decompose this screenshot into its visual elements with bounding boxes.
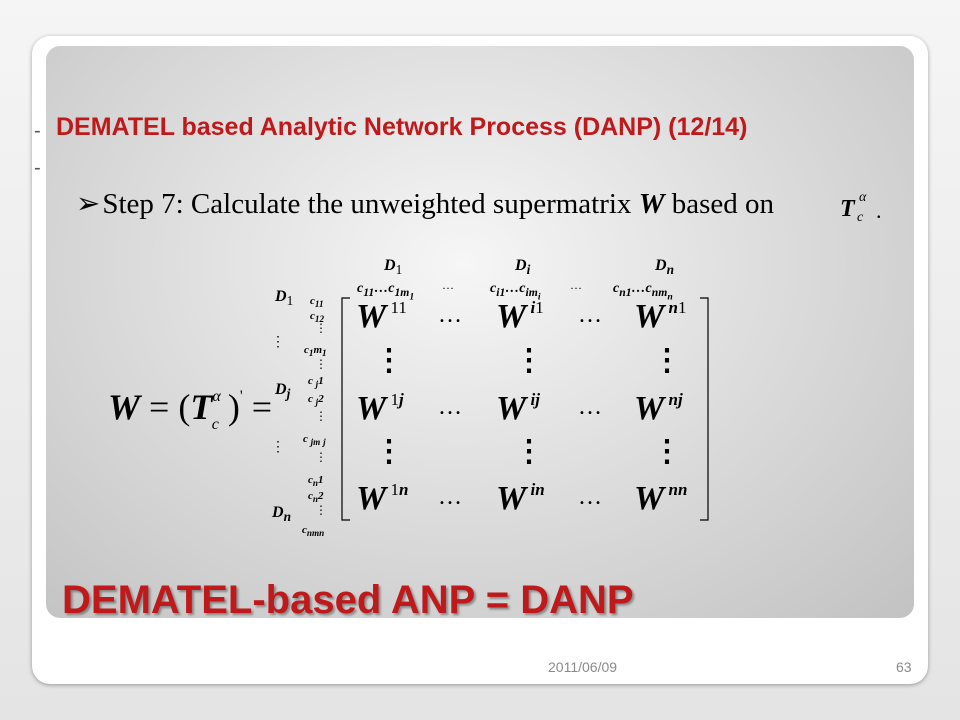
block-w1n: W 1n (356, 480, 409, 517)
col-header-di: Di (515, 257, 531, 278)
col-vdots: ⋮ (374, 435, 404, 468)
col-sub-n: cn1…cnmn (613, 281, 673, 303)
row-ellipsis: … (438, 484, 462, 510)
col-sub-1: c11…c1m1 (357, 281, 415, 303)
col-vdots: ⋮ (652, 344, 682, 377)
col-vdots: ⋮ (514, 435, 544, 468)
block-w11: W 11 (356, 298, 407, 335)
step-var: W (638, 188, 665, 220)
row-ellipsis: … (438, 394, 462, 420)
col-vdots: ⋮ (374, 344, 404, 377)
block-wi1: W i1 (496, 298, 544, 335)
tc-alpha-symbol: T α c . (840, 190, 882, 225)
row-sub: c j1 (308, 375, 324, 390)
block-win: W in (496, 480, 545, 517)
col-ellipsis: … (570, 278, 582, 292)
block-wij: W ij (496, 390, 540, 427)
step-prefix: Step 7 (102, 188, 176, 220)
row-sub: c1m1 (304, 344, 327, 359)
slogan: DEMATEL-based ANP = DANP (62, 578, 634, 622)
row-sub: cn1 (308, 474, 324, 489)
row-vdots: ⋮ (271, 335, 285, 350)
row-ellipsis: … (578, 394, 602, 420)
row-ellipsis: … (578, 484, 602, 510)
step-tail: based on (664, 188, 775, 220)
block-wnj: W nj (634, 390, 683, 427)
row-vdots: ⋮ (315, 321, 327, 335)
arrow-bullet-icon: ➢ (76, 188, 101, 220)
slide-title: DEMATEL based Analytic Network Process (… (56, 113, 748, 141)
row-ellipsis: … (578, 302, 602, 328)
row-vdots: ⋮ (315, 450, 327, 464)
equation-lhs: W = (Tαc)' = (108, 387, 273, 433)
row-sub: c12 (310, 310, 325, 325)
col-header-dn: Dn (655, 257, 674, 278)
row-sub: cnmn (302, 524, 325, 539)
row-vdots: ⋮ (315, 357, 327, 371)
block-w1j: W 1j (356, 390, 404, 427)
row-header-d1: D1 (275, 288, 294, 309)
row-header-dn: Dn (272, 504, 291, 525)
step-text: ➢Step 7: Calculate the unweighted superm… (76, 186, 774, 221)
row-vdots: ⋮ (315, 503, 327, 517)
col-header-d1: D1 (384, 257, 403, 278)
row-vdots: ⋮ (271, 440, 285, 455)
block-wn1: W n1 (634, 298, 687, 335)
col-vdots: ⋮ (514, 344, 544, 377)
row-header-dj: Dj (275, 381, 291, 402)
col-vdots: ⋮ (652, 435, 682, 468)
block-wnn: W nn (634, 480, 688, 517)
step-rest: : Calculate the unweighted supermatrix (175, 188, 639, 220)
row-sub: cn2 (308, 490, 324, 505)
col-ellipsis: … (442, 278, 454, 292)
row-sub: c jm j (303, 433, 326, 448)
bullet-dash: - (34, 157, 41, 179)
page-number: 63 (896, 659, 912, 675)
row-vdots: ⋮ (315, 409, 327, 423)
slide-panel (46, 46, 914, 618)
row-sub: c11 (310, 295, 324, 310)
col-sub-i: ci1…cimi (490, 281, 541, 303)
row-ellipsis: … (438, 302, 462, 328)
matrix-brackets (341, 297, 709, 521)
slide-date: 2011/06/09 (548, 659, 618, 675)
row-sub: c j2 (308, 393, 324, 408)
bullet-dash: - (34, 120, 41, 142)
